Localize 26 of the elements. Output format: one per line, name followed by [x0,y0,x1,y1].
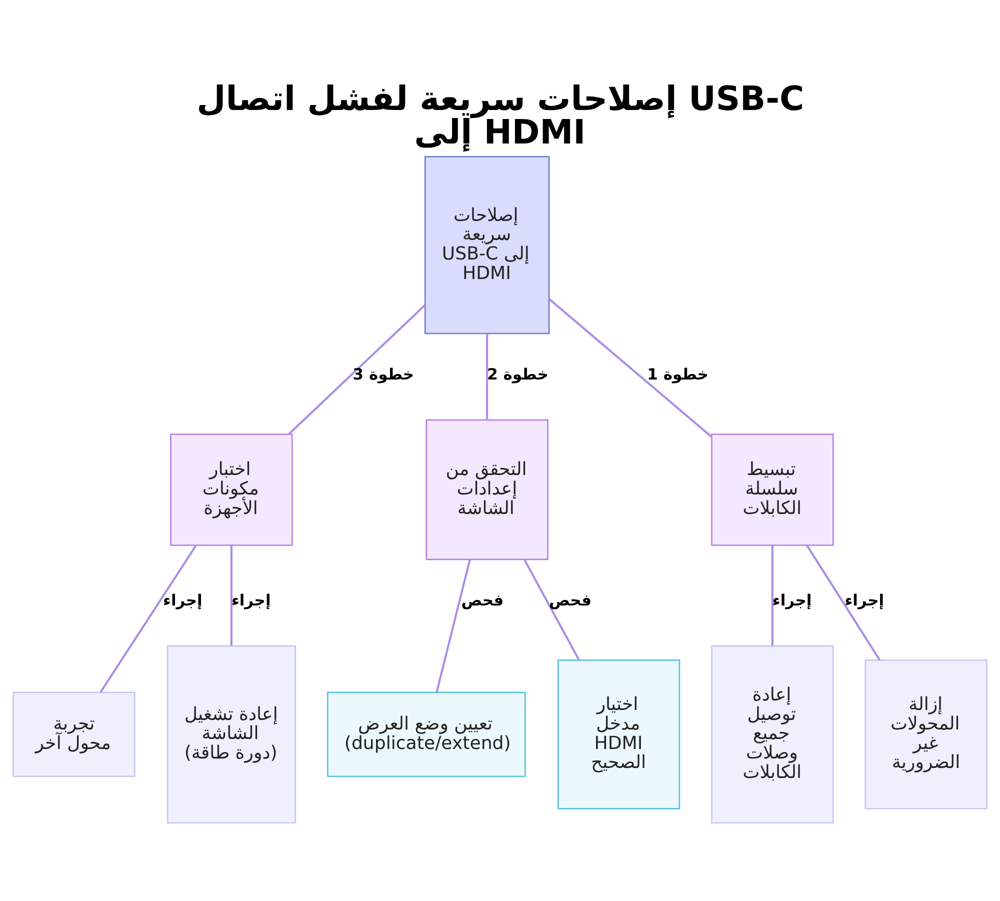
connector [771,544,774,646]
node-box: تجربة محول آخر [12,691,136,776]
connector [230,544,232,646]
connector [806,544,881,660]
node-box: التحقق من إعدادات الشاشة [426,418,548,560]
connector [486,333,488,420]
node-box: إزالة المحولات غير الضرورية [864,659,988,809]
connector [548,298,712,437]
connector [524,558,580,660]
edge-label: إجراء [772,590,812,609]
edge-label: خطوة 1 [647,364,708,383]
connector [436,559,471,692]
edge-label: فحص [461,590,504,609]
node-box: إعادة تشغيل الشاشة (دورة طاقة) [166,644,296,823]
edge-label: فحص [549,590,592,609]
node-box: إعادة توصيل جميع وصلات الكابلات [711,644,834,823]
edge-label: خطوة 3 [352,364,414,383]
edge-label: إجراء [231,590,271,609]
connector [100,544,197,692]
node-box: تبسيط سلسلة الكابلات [711,433,834,546]
node-box: اختبار مكونات الأجهزة [170,433,293,546]
edge-label: إجراء [163,590,202,609]
edge-label: خطوة 2 [487,364,548,383]
connector [288,304,426,434]
edge-label: إجراء [844,590,884,609]
diagram-title: إصلاحات سريعة لفشل اتصال USB-C إلى HDMI [196,78,804,151]
